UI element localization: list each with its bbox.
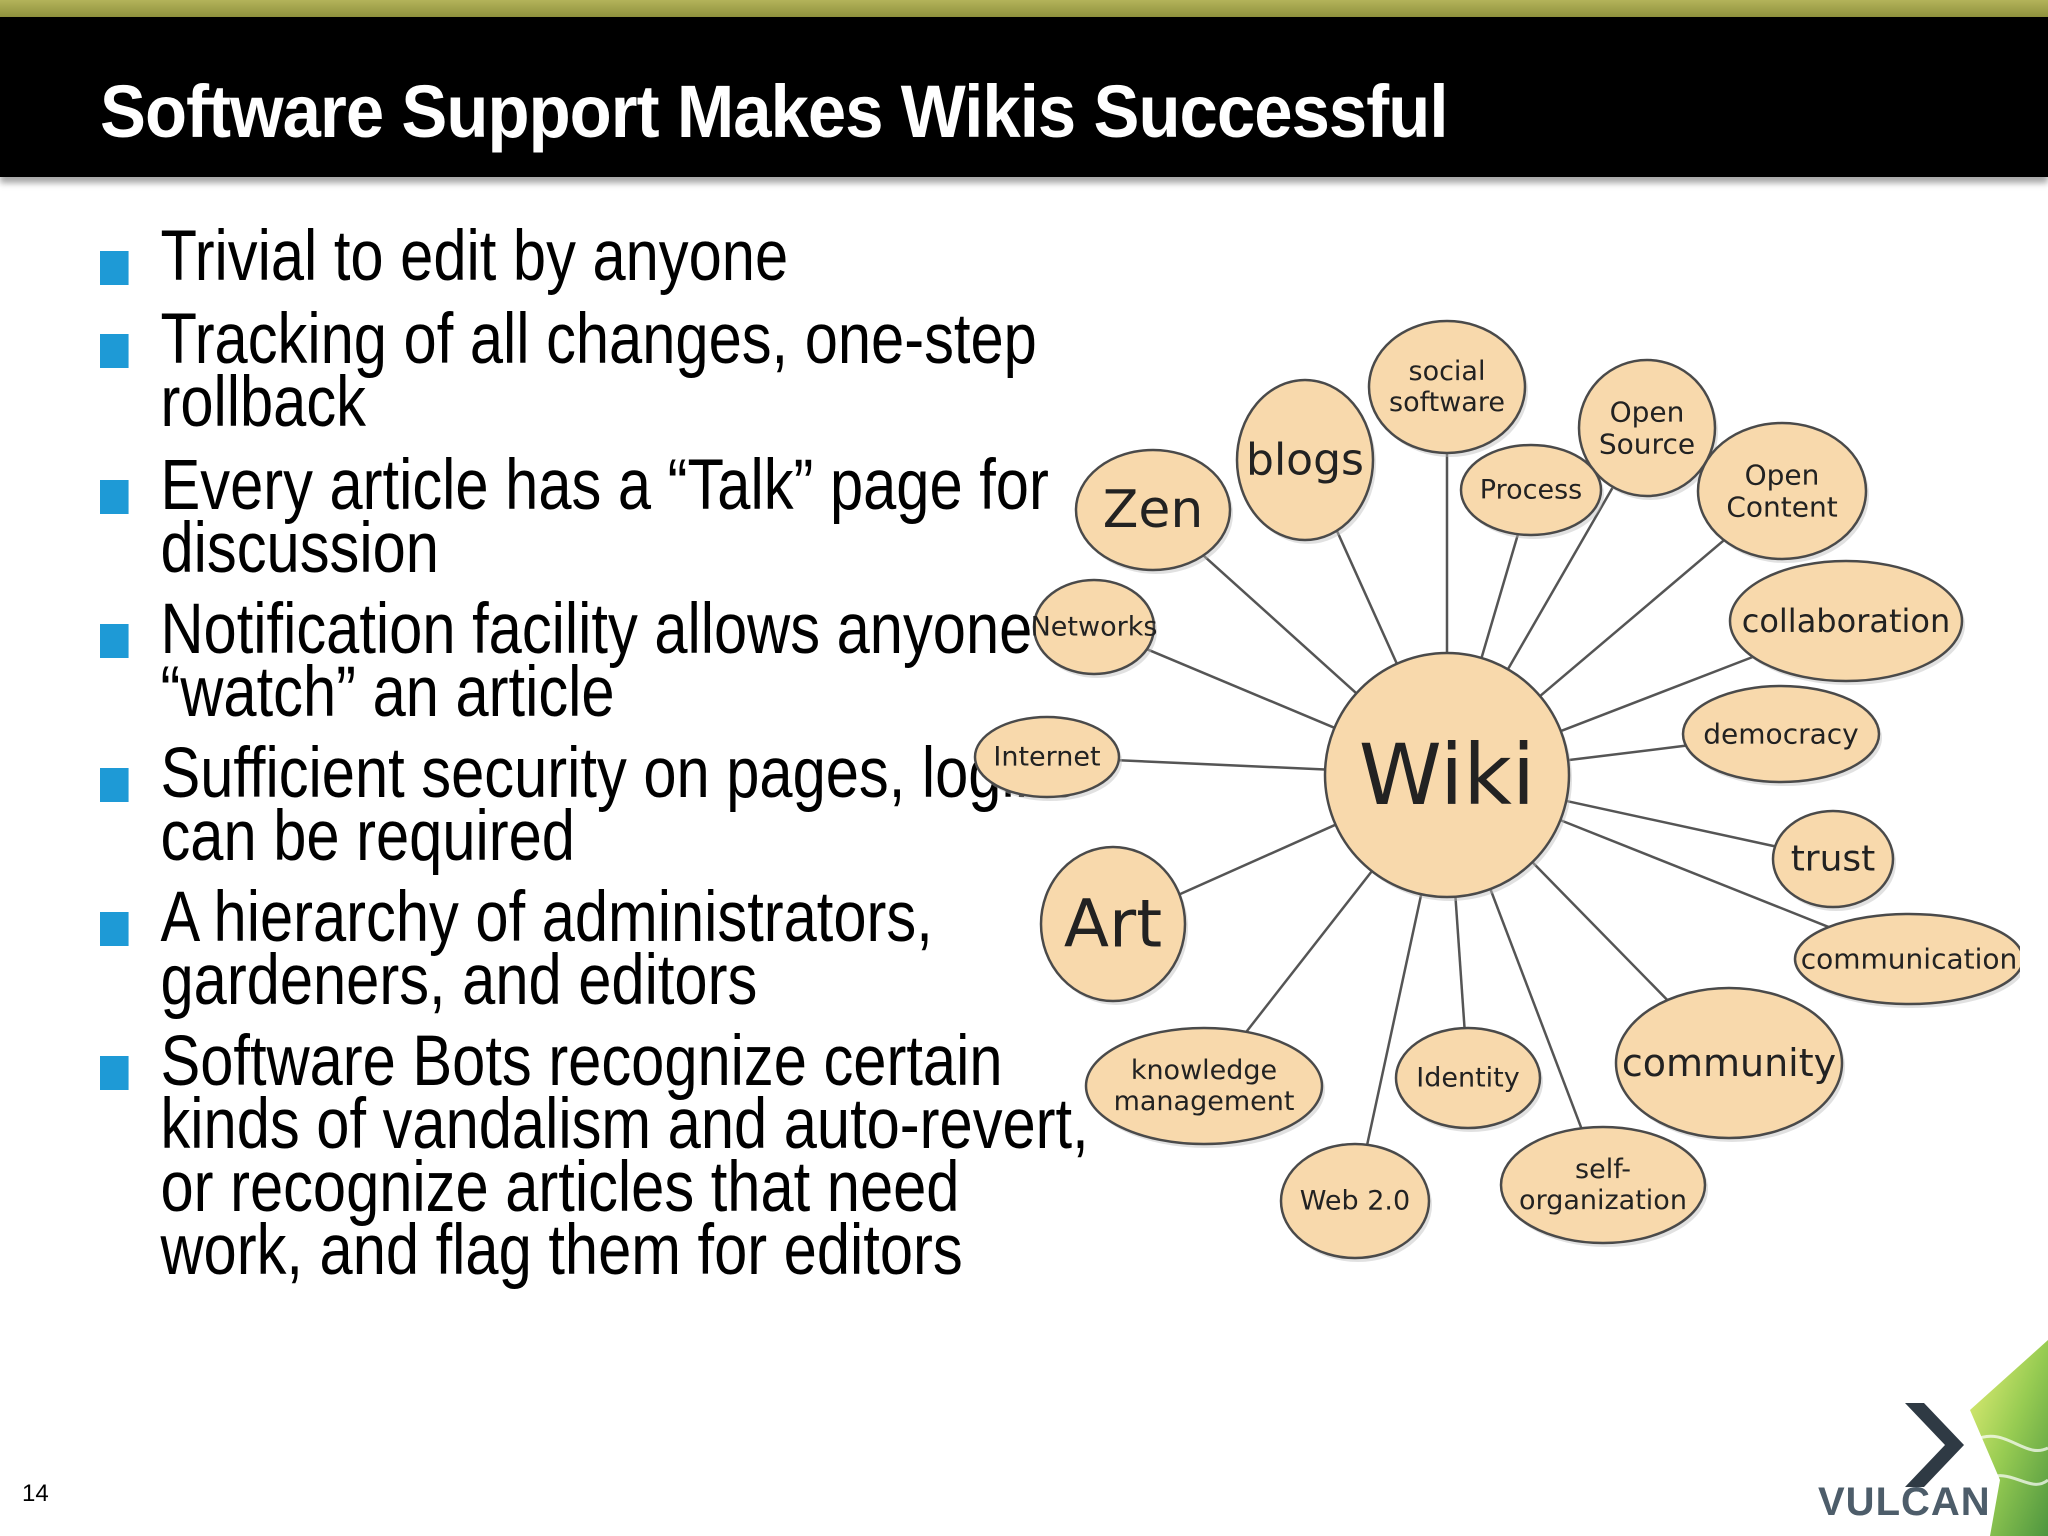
diagram-spoke (1531, 861, 1669, 1001)
diagram-node: Identity (1394, 1026, 1543, 1132)
diagram-spoke (1365, 893, 1423, 1146)
diagram-node-label: community (1622, 1041, 1836, 1085)
square-bullet-icon (100, 768, 129, 802)
diagram-node: democracy (1681, 684, 1882, 786)
diagram-node-label: self- (1575, 1154, 1631, 1185)
diagram-node-label: software (1389, 387, 1505, 418)
diagram-node-label: Internet (993, 742, 1100, 773)
diagram-spoke (1118, 758, 1326, 771)
diagram-node: blogs (1235, 378, 1376, 544)
diagram-node: community (1614, 986, 1845, 1142)
diagram-node-label: knowledge (1131, 1055, 1277, 1086)
diagram-node-label: Content (1726, 491, 1837, 524)
bullet-list: Trivial to edit by anyone Tracking of al… (100, 221, 1099, 1298)
diagram-spoke (1245, 870, 1373, 1033)
diagram-node-label: Source (1599, 428, 1695, 461)
bullet-item: Every article has a “Talk” page for disc… (100, 450, 1110, 584)
square-bullet-icon (100, 1056, 129, 1090)
diagram-node-label: organization (1519, 1185, 1687, 1216)
bullet-item: A hierarchy of administrators, gardeners… (100, 882, 1110, 1016)
diagram-spoke (1539, 539, 1725, 698)
diagram-spoke (1567, 744, 1687, 762)
diagram-node-label: collaboration (1742, 602, 1951, 640)
bullet-text: Every article has a “Talk” page for disc… (160, 446, 1049, 588)
diagram-node-label: Open (1745, 458, 1820, 491)
bullet-text: Sufficient security on pages, logins can… (160, 734, 1078, 876)
square-bullet-icon (100, 334, 129, 368)
diagram-node: trust (1771, 809, 1896, 911)
bullet-text: Trivial to edit by anyone (160, 217, 789, 296)
diagram-spoke (1480, 533, 1520, 659)
diagram-node: Internet (973, 715, 1122, 801)
diagram-spoke (1565, 799, 1776, 848)
diagram-center-node: Wiki (1323, 651, 1572, 901)
diagram-node: Process (1459, 443, 1604, 539)
diagram-node-label: democracy (1703, 718, 1858, 751)
diagram-node-label: trust (1791, 839, 1876, 880)
title-bar: Software Support Makes Wikis Successful (0, 17, 2048, 177)
bullet-text: Software Bots recognize certain kinds of… (160, 1022, 1089, 1290)
bullet-item: Trivial to edit by anyone (100, 221, 1110, 292)
bullet-text: Notification facility allows anyone to “… (160, 590, 1099, 732)
diagram-spoke (1454, 896, 1466, 1029)
diagram-node-label: Art (1064, 886, 1162, 963)
diagram-node-label: Process (1480, 475, 1582, 506)
diagram-node: communication (1793, 912, 2020, 1008)
diagram-spoke (1335, 530, 1399, 665)
square-bullet-icon (100, 912, 129, 946)
square-bullet-icon (100, 480, 129, 514)
square-bullet-icon (100, 251, 129, 285)
diagram-node-label: management (1114, 1086, 1295, 1117)
page-number: 14 (22, 1480, 49, 1507)
diagram-node-label: Identity (1416, 1063, 1519, 1094)
bullet-item: Tracking of all changes, one-step rollba… (100, 304, 1110, 438)
logo-wordmark: VULCAN (1818, 1480, 1991, 1524)
diagram-node-label: Web 2.0 (1300, 1186, 1410, 1217)
header-accent-line (0, 0, 2048, 17)
diagram-center-label: Wiki (1359, 726, 1536, 824)
diagram-node: Zen (1074, 448, 1233, 574)
square-bullet-icon (100, 624, 129, 658)
diagram-node: collaboration (1728, 559, 1965, 685)
diagram-node: Art (1039, 845, 1188, 1005)
diagram-spoke (1559, 818, 1830, 929)
bullet-item: Sufficient security on pages, logins can… (100, 738, 1110, 872)
diagram-spoke (1489, 888, 1583, 1129)
bullet-item: Software Bots recognize certain kinds of… (100, 1026, 1110, 1286)
diagram-spoke (1506, 486, 1615, 670)
diagram-node: Networks (1031, 578, 1158, 678)
diagram-node: self-organization (1499, 1125, 1708, 1247)
diagram-node-label: Networks (1031, 612, 1158, 643)
bullet-text: Tracking of all changes, one-step rollba… (160, 300, 1037, 442)
vulcan-logo-icon (1905, 1340, 2048, 1536)
bullet-item: Notification facility allows anyone to “… (100, 594, 1110, 728)
diagram-spoke (1178, 823, 1337, 896)
diagram-spoke (1560, 655, 1754, 733)
diagram-spoke (1202, 554, 1358, 695)
bullet-text: A hierarchy of administrators, gardeners… (160, 878, 933, 1020)
slide-title: Software Support Makes Wikis Successful (100, 70, 1449, 153)
diagram-node-label: communication (1801, 943, 2018, 976)
diagram-node-label: social (1409, 356, 1486, 387)
diagram-node-label: blogs (1246, 435, 1364, 486)
diagram-node-label: Open (1610, 395, 1685, 428)
diagram-node: Web 2.0 (1279, 1142, 1432, 1262)
diagram-spoke (1146, 648, 1335, 729)
diagram-node-label: Zen (1103, 480, 1204, 540)
